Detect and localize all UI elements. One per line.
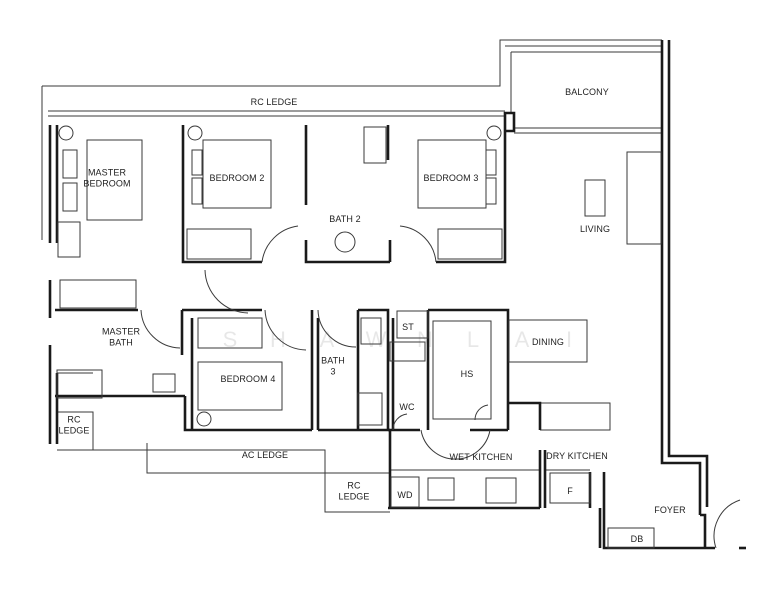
fixture [62,149,78,179]
fixture [197,317,263,349]
wall [667,40,709,507]
fixture [363,126,387,164]
watermark-letter: H [270,327,286,352]
room-label-db: DB [631,534,644,544]
ledge-line [93,449,326,473]
watermark-letter: W [366,327,387,352]
wall [436,132,507,264]
fixture [197,361,283,411]
room-label-bedroom-3: BEDROOM 3 [424,173,479,183]
fixture [549,472,591,504]
ledge-line [324,473,390,513]
fixture [58,125,74,141]
door-swing [140,309,181,349]
room-label-hs: HS [461,369,474,379]
fixture [191,177,203,205]
ledge-line [146,443,390,474]
door-swing [204,269,249,314]
door-swing [392,413,408,431]
fixture [485,477,517,504]
watermark-letter: A [320,327,335,352]
wall [304,240,390,264]
watermark-letter: L [467,327,479,352]
fixture [334,231,356,253]
wall [660,40,702,515]
walls [48,40,746,550]
room-label-foyer: FOYER [654,505,686,515]
fixture [62,182,78,212]
fixture [196,411,212,427]
wall [358,308,390,430]
fixture [626,151,662,245]
room-label-wc: WC [399,402,415,412]
wall [428,308,510,430]
fixture [607,527,655,549]
room-label-dry-kitchen: DRY KITCHEN [546,451,608,461]
fixture [86,139,143,221]
room-label-rc-ledge-top: RC LEDGE [251,97,298,107]
fixture [485,149,497,176]
wall [508,401,542,430]
door-swing [713,499,741,549]
watermark-letter: A [515,327,530,352]
wall [181,125,262,264]
fixture [390,476,420,508]
room-label-wet-kitchen: WET KITCHEN [450,452,513,462]
fixture [427,477,455,501]
room-label-st: ST [402,322,414,332]
ledge-line [42,39,662,87]
fixture [357,392,383,426]
fixture [187,125,203,141]
fixture [437,228,503,260]
door-swing [474,404,489,421]
ledge-outlines [41,39,662,513]
fixture [508,319,588,363]
room-label-dining: DINING [532,337,564,347]
room-label-fridge: F [567,486,573,496]
watermark-letter: S [223,327,238,352]
fixture [432,320,492,420]
watermark-letter: I [566,327,572,352]
wall [700,513,707,548]
fixture [186,228,252,260]
wall [503,111,516,133]
room-label-ac-ledge: AC LEDGE [242,450,288,460]
wall [183,396,312,432]
fixture [396,310,429,339]
door-swing [317,309,357,348]
fixture [584,179,606,217]
fixture [360,317,382,345]
fixture [56,369,103,399]
door-swing [264,309,307,351]
door-swings [140,225,741,549]
wall [602,472,715,550]
ledge-line [508,402,611,431]
fixture [389,341,426,362]
fixture [191,149,203,176]
room-label-balcony: BALCONY [565,87,609,97]
room-label-wd: WD [397,490,413,500]
fixture [59,279,137,309]
fixture [485,177,497,205]
room-label-bedroom-2: BEDROOM 2 [210,173,265,183]
door-swing [399,225,437,263]
room-label-living: LIVING [580,224,610,234]
fixture [202,139,272,209]
furniture [56,125,662,549]
fixture [57,221,81,258]
room-label-bedroom-4: BEDROOM 4 [221,374,276,384]
fixture [152,373,176,393]
room-label-bath-2: BATH 2 [329,214,360,224]
door-swing [420,429,491,460]
door-swing [261,225,299,263]
fixture [486,125,502,141]
